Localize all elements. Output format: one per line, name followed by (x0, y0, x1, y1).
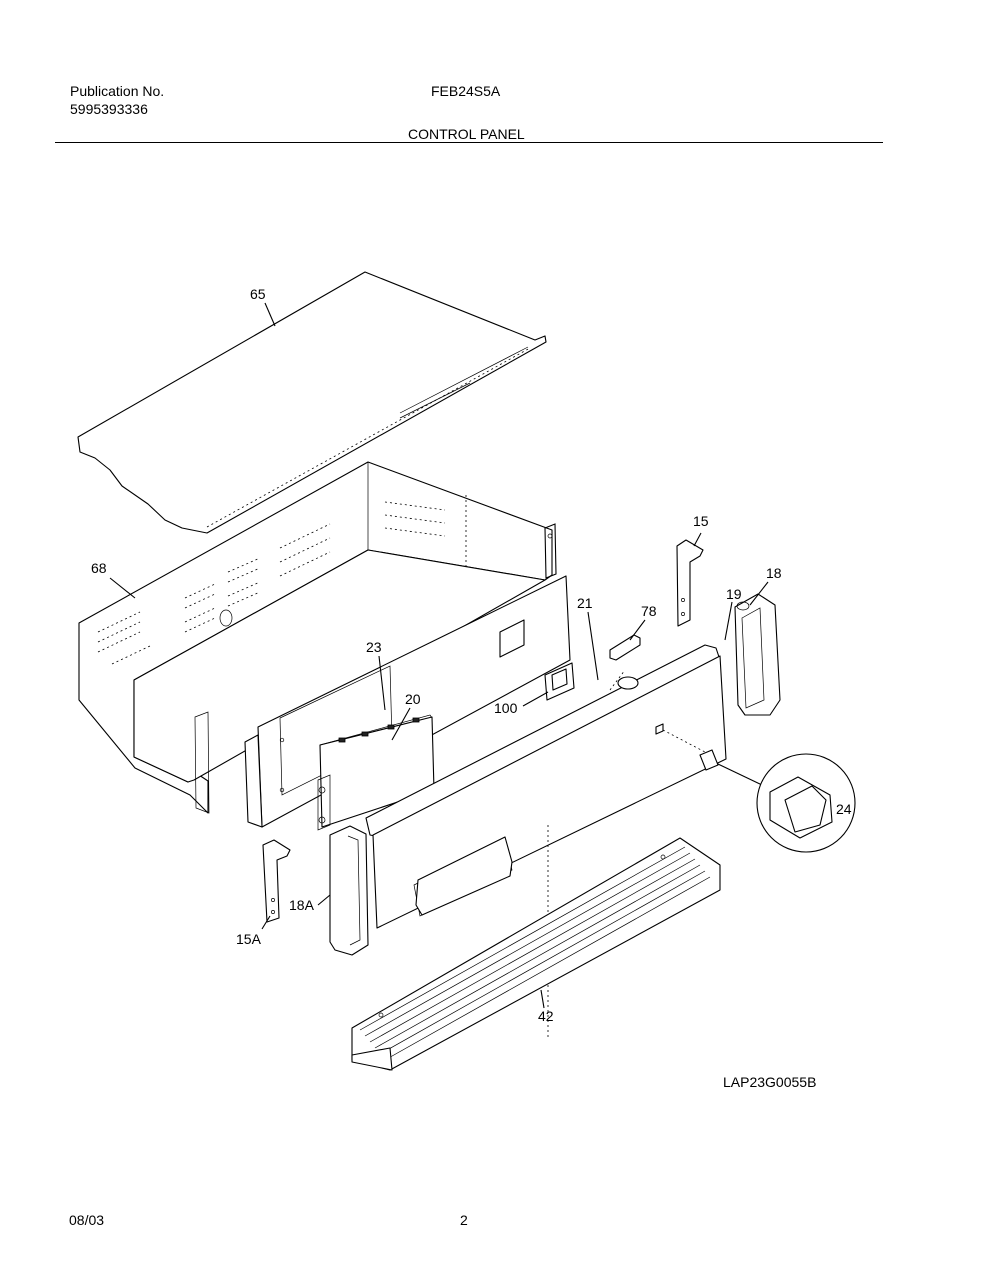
part-100-clip (544, 662, 575, 701)
callout-24: 24 (836, 801, 852, 817)
callout-15: 15 (693, 513, 709, 529)
publication-label: Publication No. (70, 83, 165, 99)
callout-20: 20 (405, 691, 421, 707)
callout-78: 78 (641, 603, 657, 619)
part-15a-end-bracket (262, 839, 291, 923)
part-68-housing (78, 461, 557, 814)
model-number: FEB24S5A (431, 83, 501, 99)
callout-23: 23 (366, 639, 382, 655)
part-18-end-cap (734, 593, 781, 716)
callout-18a: 18A (289, 897, 315, 913)
header-rule (55, 142, 883, 143)
callout-18: 18 (766, 565, 782, 581)
callout-19: 19 (726, 586, 742, 602)
publication-number: 5995393336 (70, 101, 148, 117)
part-42-trim (351, 837, 721, 1071)
leader-lines (109, 302, 769, 1009)
part-15-end-bracket (676, 539, 704, 627)
part-18a-end-cap (329, 825, 369, 956)
part-65-top-cover (77, 271, 547, 534)
page-number: 2 (460, 1212, 468, 1228)
callout-65: 65 (250, 286, 266, 302)
drawing-code: LAP23G0055B (723, 1074, 816, 1090)
callout-42: 42 (538, 1008, 554, 1024)
callout-15a: 15A (236, 931, 262, 947)
part-21-console (365, 644, 727, 1040)
footer-date: 08/03 (69, 1212, 105, 1228)
section-title: CONTROL PANEL (408, 126, 525, 142)
callout-21: 21 (577, 595, 593, 611)
callout-100: 100 (494, 700, 518, 716)
part-24-rocker-switch (699, 749, 856, 853)
callout-68: 68 (91, 560, 107, 576)
part-78-indicator (609, 634, 641, 690)
